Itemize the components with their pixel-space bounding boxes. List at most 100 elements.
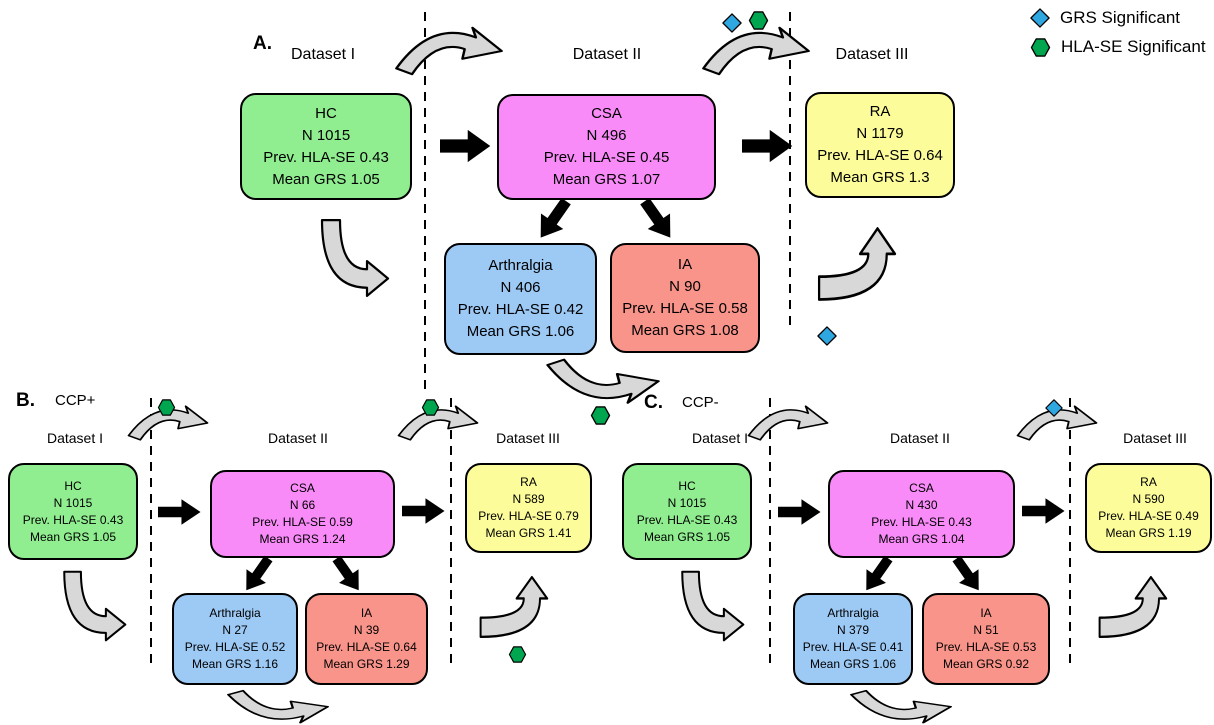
panel-c: C. CCP- Dataset I Dataset II Dataset III… — [618, 390, 1214, 725]
box-title: RA — [520, 475, 537, 489]
box-title: IA — [360, 606, 373, 620]
box-title: Arthralgia — [209, 606, 261, 620]
box-prev: Prev. HLA-SE 0.43 — [871, 515, 972, 529]
box-grs: Mean GRS 1.06 — [809, 657, 897, 671]
box-title: RA — [1140, 475, 1157, 489]
box-prev: Prev. HLA-SE 0.64 — [817, 147, 943, 164]
panel-c-csa-box: CSA N 430 Prev. HLA-SE 0.43 Mean GRS 1.0… — [828, 470, 1015, 558]
panel-b-curved-arrow-hc-down — [63, 570, 127, 642]
panel-a-divider-2 — [789, 12, 791, 330]
panel-b-curved-arrow-bottom — [227, 689, 329, 724]
panel-c-curved-arrow-d1-d2 — [747, 405, 829, 441]
panel-b-dataset3-label: Dataset III — [496, 430, 560, 446]
box-n: N 590 — [1132, 492, 1165, 506]
box-prev: Prev. HLA-SE 0.52 — [184, 640, 286, 654]
panel-c-ia-box: IA N 51 Prev. HLA-SE 0.53 Mean GRS 0.92 — [922, 593, 1050, 685]
panel-c-curved-arrow-into-ra — [1098, 575, 1168, 639]
panel-b-curved-arrow-into-ra — [479, 575, 549, 639]
panel-b-arthralgia-box: Arthralgia N 27 Prev. HLA-SE 0.52 Mean G… — [172, 593, 298, 685]
panel-a-label: A. — [253, 33, 272, 54]
box-title: HC — [315, 104, 337, 122]
panel-c-label: C. — [644, 392, 663, 413]
panel-b-divider-1 — [150, 398, 152, 668]
panel-c-divider-2 — [1069, 398, 1071, 668]
box-prev: Prev. HLA-SE 0.43 — [263, 148, 389, 166]
panel-a-curved-arrow-into-ra — [817, 227, 897, 301]
box-n: N 1015 — [301, 126, 351, 144]
box-title: IA — [677, 256, 693, 273]
panel-b-csa-box: CSA N 66 Prev. HLA-SE 0.59 Mean GRS 1.24 — [210, 470, 395, 558]
box-title: CSA — [290, 481, 315, 495]
panel-c-dataset3-label: Dataset III — [1123, 430, 1187, 446]
panel-c-dataset2-label: Dataset II — [890, 430, 950, 446]
box-prev: Prev. HLA-SE 0.58 — [622, 300, 748, 317]
panel-c-arrow-csa-to-ra — [1022, 498, 1065, 524]
panel-a-arthralgia-box: Arthralgia N 406 Prev. HLA-SE 0.42 Mean … — [444, 243, 597, 355]
box-title: HC — [64, 478, 82, 493]
box-grs: Mean GRS 1.05 — [643, 529, 731, 544]
panel-b-hla-hexagon-icon-1 — [157, 399, 176, 416]
panel-a-hc-box: HC N 1015 Prev. HLA-SE 0.43 Mean GRS 1.0… — [240, 93, 412, 200]
box-prev: Prev. HLA-SE 0.79 — [478, 509, 579, 523]
panel-c-arthralgia-box: Arthralgia N 379 Prev. HLA-SE 0.41 Mean … — [793, 593, 913, 685]
panel-b-ra-box: RA N 589 Prev. HLA-SE 0.79 Mean GRS 1.41 — [465, 463, 592, 553]
panel-c-dataset1-label: Dataset I — [691, 430, 749, 446]
panel-a-dataset1-label: Dataset I — [290, 46, 356, 63]
panel-b-subtitle: CCP+ — [55, 392, 96, 409]
panel-a-curved-arrow-hc-down — [320, 218, 390, 298]
panel-a-csa-box: CSA N 496 Prev. HLA-SE 0.45 Mean GRS 1.0… — [497, 94, 716, 200]
box-prev: Prev. HLA-SE 0.41 — [802, 640, 904, 654]
legend-hla-label: HLA-SE Significant — [1061, 37, 1206, 56]
box-grs: Mean GRS 1.05 — [29, 529, 117, 544]
panel-a-divider-1 — [424, 12, 426, 390]
box-title: Arthralgia — [488, 257, 553, 274]
panel-c-subtitle: CCP- — [682, 394, 719, 411]
box-n: N 1015 — [667, 495, 707, 510]
panel-c-curved-arrow-bottom — [850, 689, 952, 724]
box-n: N 1015 — [53, 495, 93, 510]
legend-grs-label: GRS Significant — [1060, 8, 1180, 27]
box-prev: Prev. HLA-SE 0.42 — [457, 301, 584, 318]
panel-b-arrow-hc-to-csa — [158, 499, 201, 525]
panel-b-ia-box: IA N 39 Prev. HLA-SE 0.64 Mean GRS 1.29 — [305, 593, 428, 685]
box-n: N 90 — [669, 278, 701, 295]
panel-b: B. CCP+ Dataset I Dataset II Dataset III… — [0, 390, 612, 725]
box-n: N 51 — [973, 623, 999, 637]
box-grs: Mean GRS 1.29 — [323, 657, 410, 671]
panel-a-arrow-csa-to-ra — [742, 129, 793, 163]
panel-a-arrow-csa-to-arthralgia — [529, 193, 578, 246]
panel-c-divider-1 — [769, 398, 771, 668]
box-prev: Prev. HLA-SE 0.45 — [543, 149, 670, 166]
box-n: N 1179 — [856, 125, 904, 142]
panel-a-grs-diamond-icon-bottom — [817, 326, 837, 346]
panel-b-dataset2-label: Dataset II — [268, 430, 328, 446]
panel-b-hla-hexagon-icon-3 — [508, 646, 527, 663]
panel-a-dataset3-label: Dataset III — [835, 46, 909, 63]
box-grs: Mean GRS 1.07 — [552, 171, 661, 188]
box-grs: Mean GRS 1.04 — [878, 532, 965, 546]
box-prev: Prev. HLA-SE 0.43 — [22, 512, 124, 527]
panel-c-grs-diamond-icon — [1045, 399, 1063, 417]
box-grs: Mean GRS 1.41 — [485, 526, 572, 540]
panel-a-arrow-csa-to-ia — [633, 193, 682, 246]
box-title: Arthralgia — [827, 606, 879, 620]
panel-a-curved-arrow-d1-d2 — [395, 26, 503, 76]
grs-diamond-icon — [1030, 8, 1050, 28]
box-n: N 379 — [836, 623, 870, 637]
panel-c-arrow-hc-to-csa — [778, 499, 821, 525]
box-title: CSA — [591, 105, 622, 122]
box-n: N 39 — [353, 623, 380, 637]
box-grs: Mean GRS 1.08 — [631, 322, 739, 339]
panel-a-arrow-hc-to-csa — [440, 129, 491, 163]
box-grs: Mean GRS 1.24 — [259, 532, 346, 546]
panel-b-dataset1-label: Dataset I — [46, 430, 104, 446]
box-grs: Mean GRS 1.05 — [272, 170, 380, 188]
box-title: RA — [869, 103, 891, 120]
box-grs: Mean GRS 0.92 — [942, 657, 1030, 671]
legend: GRS Significant HLA-SE Significant — [1030, 8, 1206, 66]
legend-row-hla: HLA-SE Significant — [1030, 37, 1206, 57]
panel-a-dataset2-label: Dataset II — [572, 46, 642, 63]
box-n: N 66 — [289, 498, 316, 512]
legend-row-grs: GRS Significant — [1030, 8, 1206, 28]
